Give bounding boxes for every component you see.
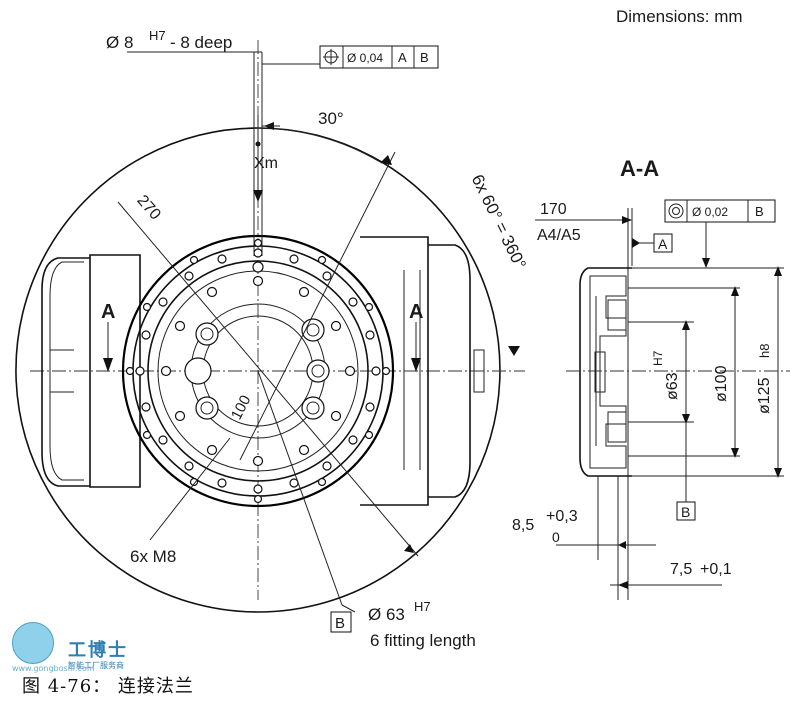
watermark-logo: 工博士 智能工厂服务商 www.gongboshi.com — [8, 620, 148, 673]
bore-label: Ø 63 — [368, 605, 405, 624]
section-title: A-A — [620, 156, 659, 181]
dim-75: 7,5 — [670, 561, 692, 578]
concentric-ref: B — [755, 204, 764, 219]
right-cap — [428, 244, 471, 498]
concentric-value: Ø 0,02 — [692, 205, 728, 219]
model-label: A4/A5 — [537, 227, 581, 244]
robot-mascot-icon — [12, 622, 54, 664]
left-housing — [89, 254, 141, 488]
datum-b: B — [681, 504, 690, 520]
logo-title: 工博士 — [68, 640, 128, 661]
d125-label: ø125 — [756, 377, 773, 414]
dowel-hole — [252, 261, 264, 273]
angle-270-label: 270 — [133, 192, 163, 223]
concentric-frame: Ø 0,02 B — [664, 199, 776, 268]
dim-85: 8,5 — [512, 517, 534, 534]
dowel-tolerance: H7 — [149, 28, 166, 43]
m8-threaded-holes — [184, 318, 330, 420]
d63-label: ø63 — [664, 372, 681, 400]
angle-30-label: 30° — [318, 109, 344, 128]
outer-bolt-holes — [135, 248, 381, 494]
dim-85-tol: +0,3 — [546, 508, 578, 525]
perimeter-holes — [125, 238, 391, 504]
position-ref-a: A — [398, 50, 407, 65]
d125-tolerance: h8 — [757, 344, 772, 358]
left-cap — [41, 257, 90, 487]
pattern-label: 6x 60° = 360° — [468, 171, 530, 272]
datum-b-left: B — [330, 611, 352, 633]
bore-tolerance: H7 — [414, 599, 431, 614]
concentricity-icon — [668, 203, 684, 219]
section-arrow-left — [103, 322, 113, 372]
datum-a: A — [658, 236, 668, 252]
logo-subtitle: 智能工厂服务商 — [68, 661, 124, 670]
flange-section — [579, 267, 632, 477]
dim-85-tol2: 0 — [552, 529, 560, 545]
logo-url: www.gongboshi.com — [12, 664, 95, 673]
pcd-100-label: 100 — [228, 393, 255, 423]
section-label-right: A — [409, 301, 423, 323]
flange-ring-3 — [147, 260, 369, 482]
outer-envelope — [15, 127, 501, 613]
dim-75-tol: +0,1 — [700, 561, 732, 578]
flange-outer-ring — [121, 234, 395, 508]
svg-text:B: B — [335, 615, 345, 632]
xm-label: Xm — [254, 155, 278, 172]
position-ref-b: B — [420, 50, 429, 65]
section-view: A-A 170 A4/A5 A Ø 0,02 B — [512, 156, 790, 600]
left-cap-inner — [49, 261, 84, 481]
fitting-label: 6 fitting length — [370, 631, 476, 650]
section-label-left: A — [101, 301, 115, 323]
dim-170: 170 — [540, 201, 567, 218]
units-label: Dimensions: mm — [616, 7, 743, 26]
dowel-depth: - 8 deep — [170, 33, 232, 52]
section-arrow-right — [411, 322, 421, 372]
position-tolerance-frame: Ø 0,04 A B — [319, 45, 439, 69]
position-value: Ø 0,04 — [347, 51, 383, 65]
figure-caption: 图 4-76： 连接法兰 — [22, 676, 194, 697]
d63-tolerance: H7 — [651, 350, 665, 366]
dowel-label: Ø 8 — [106, 33, 133, 52]
d100-label: ø100 — [713, 365, 730, 402]
position-icon — [323, 49, 339, 65]
thread-label: 6x M8 — [130, 547, 176, 566]
inner-holes — [160, 275, 356, 467]
front-view — [15, 40, 525, 613]
right-housing — [360, 236, 429, 506]
